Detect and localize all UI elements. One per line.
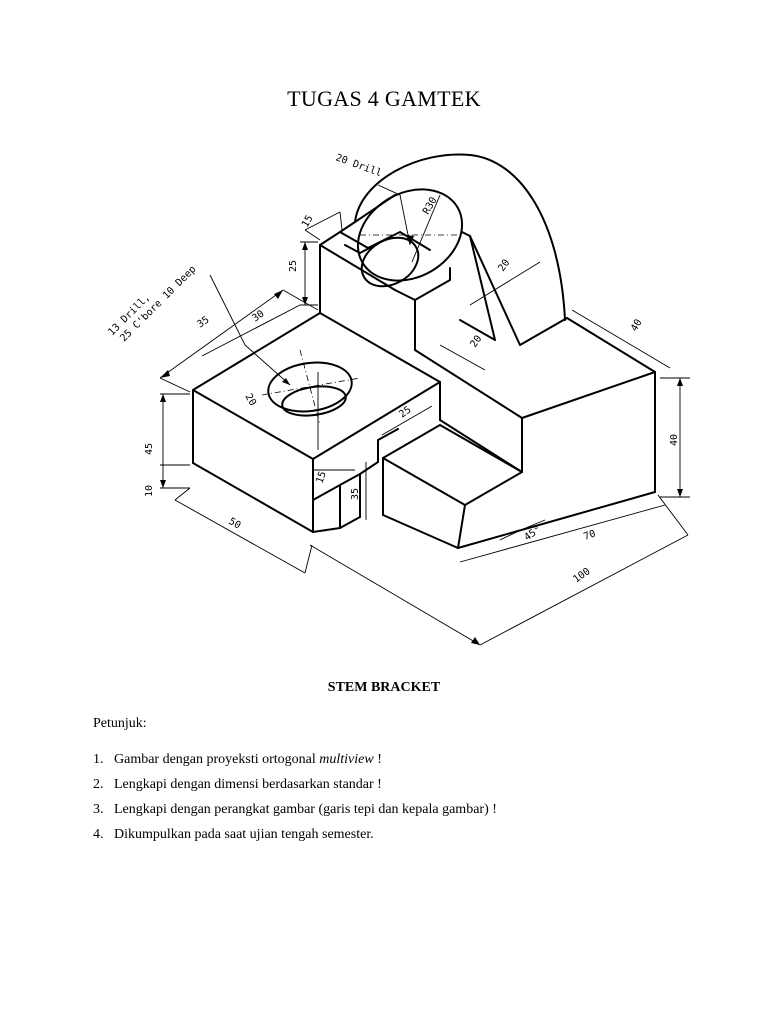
instructions-heading: Petunjuk:	[93, 716, 147, 731]
dim-100: 100	[571, 566, 592, 585]
dim-20-slot: 20	[242, 392, 258, 408]
stem-bracket-isometric-drawing: 20 Drill R30 15 25 13 Drill, 25 C'bore 1…	[90, 140, 700, 660]
dim-50: 50	[227, 516, 243, 532]
dim-10: 10	[144, 485, 155, 497]
dim-45: 45	[144, 443, 155, 455]
dim-20-drill: 20 Drill	[334, 152, 383, 179]
dim-70: 70	[582, 528, 597, 542]
dim-40-right: 40	[669, 434, 680, 446]
dim-r30: R30	[421, 195, 440, 216]
instruction-item: 3.Lengkapi dengan perangkat gambar (gari…	[93, 802, 497, 817]
instruction-item: 2.Lengkapi dengan dimensi berdasarkan st…	[93, 777, 382, 792]
object-outline	[192, 153, 656, 549]
dim-40-top: 40	[629, 318, 645, 334]
page-title: TUGAS 4 GAMTEK	[287, 86, 481, 111]
dim-30: 30	[250, 309, 266, 325]
emphasis-text: multiview	[319, 752, 374, 767]
instruction-list: 1.Gambar dengan proyeksti ortogonal mult…	[93, 752, 497, 852]
dimension-arrows	[160, 235, 683, 645]
instruction-item: 4.Dikumpulkan pada saat ujian tengah sem…	[93, 827, 374, 842]
instruction-item: 1.Gambar dengan proyeksti ortogonal mult…	[93, 752, 382, 767]
dim-35: 35	[195, 315, 211, 331]
drawing-caption: STEM BRACKET	[327, 680, 441, 695]
dim-13-drill-line2: 25 C'bore 10 Deep	[118, 264, 198, 344]
dim-45-degree: 45°	[522, 524, 543, 543]
dimension-lines	[159, 184, 690, 646]
dim-15-front: 15	[314, 470, 328, 485]
dim-25-left: 25	[288, 260, 299, 272]
dim-35-front: 35	[350, 488, 361, 500]
dim-20-rib: 20	[496, 258, 512, 274]
dim-20-base: 20	[468, 334, 484, 350]
center-lines	[261, 234, 460, 426]
dim-15-top: 15	[300, 214, 316, 230]
